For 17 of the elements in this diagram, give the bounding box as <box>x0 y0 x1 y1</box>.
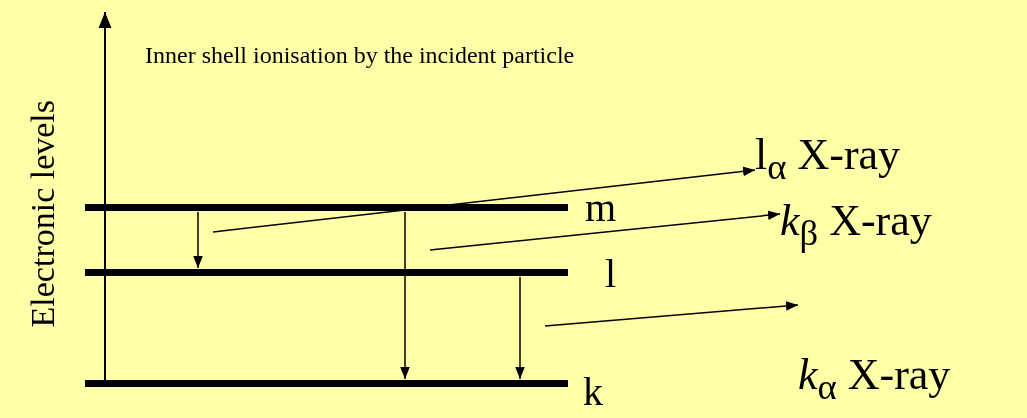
arrow <box>400 211 410 380</box>
level-label: l <box>605 254 617 294</box>
x-ray-label: l$_{α}$ X-ray <box>755 130 901 190</box>
level-label: k <box>583 372 603 412</box>
level-label: m <box>585 188 617 228</box>
x-ray-label: k$_{α}$ X-ray <box>798 296 951 410</box>
axis-label: Electronic levels <box>24 98 62 329</box>
arrow <box>429 210 781 251</box>
arrow <box>212 166 756 233</box>
arrow <box>193 211 203 269</box>
note-text: Inner shell ionisation by the incident particle <box>145 42 575 69</box>
x-ray-label: k$_{β}$ X-ray <box>780 196 932 256</box>
energy-level-bar <box>85 204 568 211</box>
energy-level-bar <box>85 269 568 276</box>
arrow <box>544 301 799 327</box>
arrow <box>515 276 525 380</box>
energy-level-bar <box>85 380 568 387</box>
